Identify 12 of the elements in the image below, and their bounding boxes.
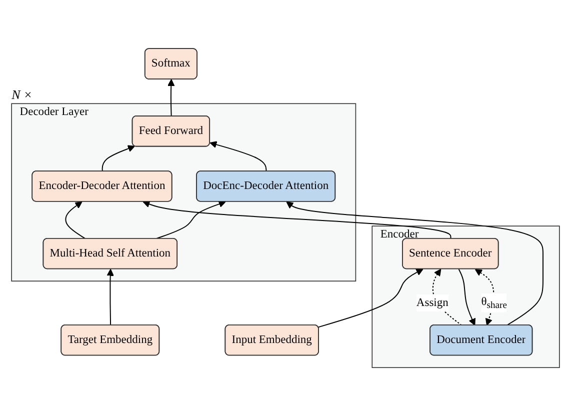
arrow (65, 201, 86, 240)
arrow (458, 268, 476, 326)
arrow (102, 145, 136, 172)
arrow (318, 268, 424, 328)
edge-label: Assign (416, 296, 448, 310)
arrow (155, 200, 226, 240)
arrow (106, 268, 114, 326)
repeat-count-note: N × (12, 86, 32, 103)
arrow (210, 141, 267, 172)
edge-label: θ$_{share}$ (481, 296, 507, 310)
arrow (142, 200, 452, 240)
arrow (168, 78, 175, 117)
